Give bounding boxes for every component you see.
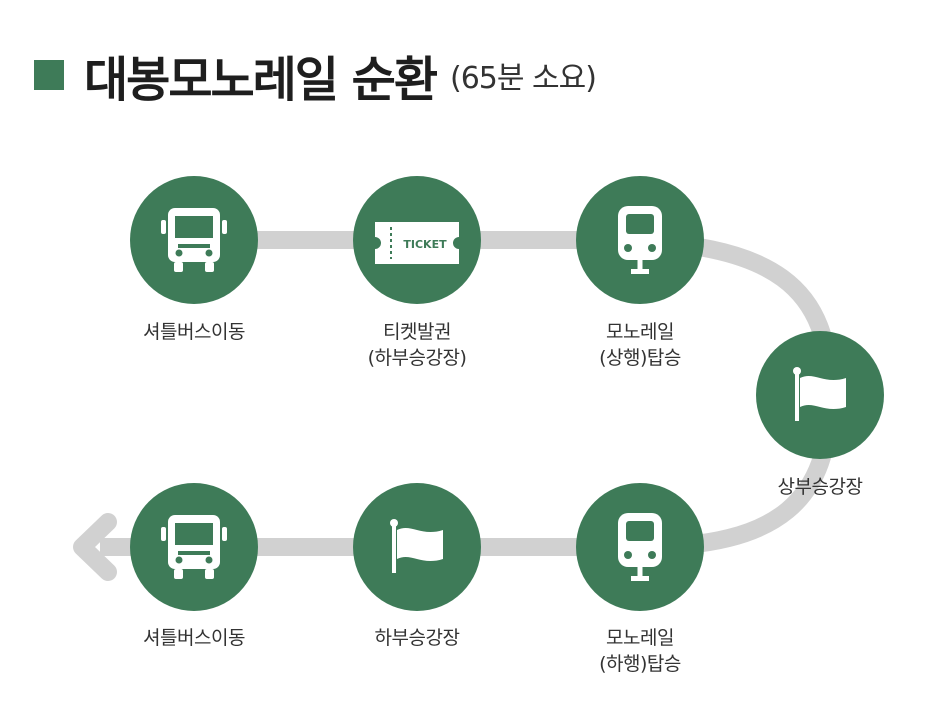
step-label: 하부승강장 <box>374 627 460 649</box>
step-label: 모노레일 (하행)탑승 <box>599 627 681 675</box>
step-monorail-up <box>576 176 704 304</box>
step-shuttle-bus-end <box>130 483 258 611</box>
step-shuttle-bus-start <box>130 176 258 304</box>
page-title: 대봉모노레일 순환 <box>84 52 438 108</box>
title-square-icon <box>34 60 64 90</box>
svg-text:TICKET: TICKET <box>403 238 447 251</box>
header: 대봉모노레일 순환 (65분 소요) <box>34 40 597 110</box>
step-label: 셔틀버스이동 <box>143 321 245 343</box>
step-monorail-down <box>576 483 704 611</box>
step-label: 티켓발권 (하부승강장) <box>367 321 467 369</box>
step-upper-station <box>756 331 884 459</box>
ticket-icon: TICKET <box>375 222 459 264</box>
step-lower-station <box>353 483 481 611</box>
step-label: 셔틀버스이동 <box>143 627 245 649</box>
step-ticket: TICKET <box>353 176 481 304</box>
step-label: 모노레일 (상행)탑승 <box>599 321 681 369</box>
step-label: 상부승강장 <box>777 476 863 498</box>
exit-arrow-icon <box>73 513 117 581</box>
page-subtitle: (65분 소요) <box>450 61 597 96</box>
